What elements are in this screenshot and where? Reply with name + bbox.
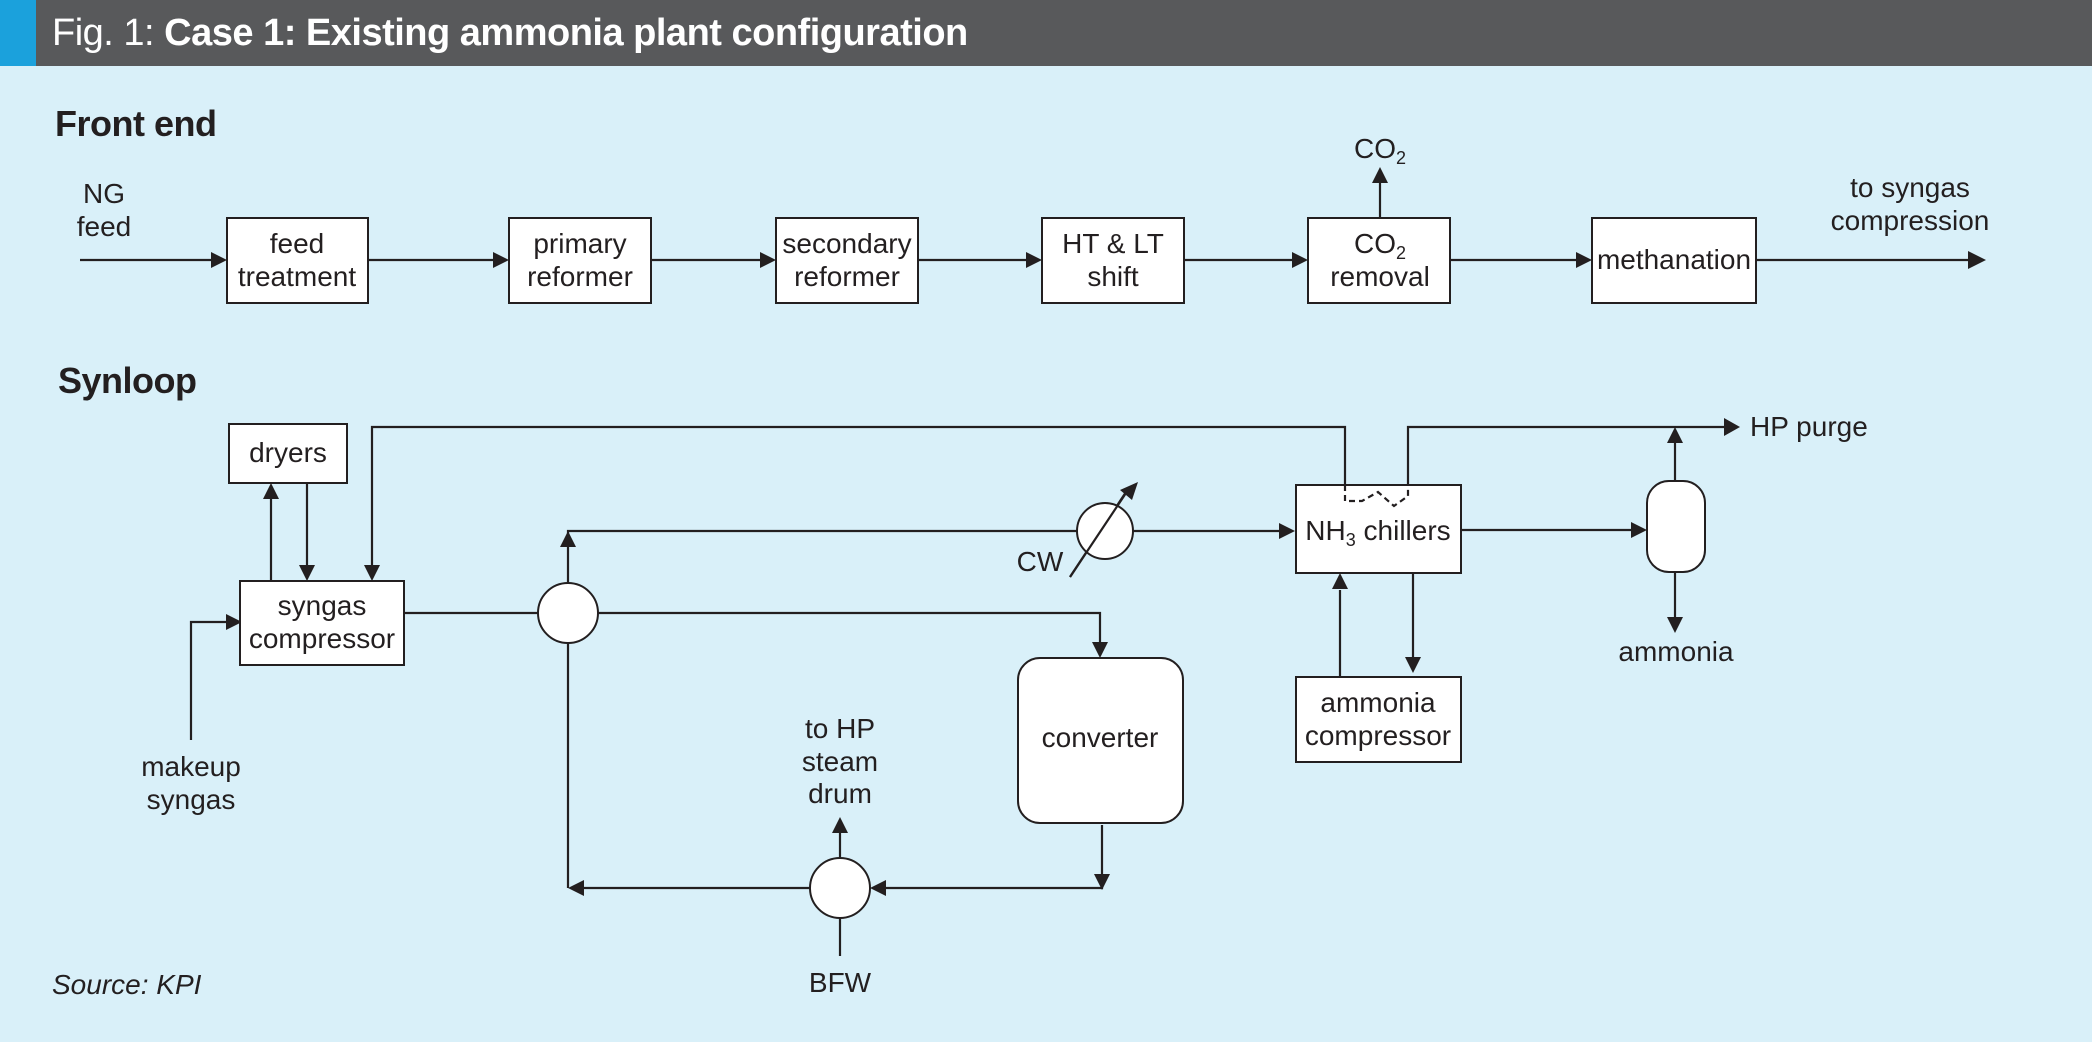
- svg-text:drum: drum: [808, 778, 872, 809]
- co2-output-label: CO2: [1354, 133, 1406, 168]
- front-end-flow-lines: [80, 180, 1970, 262]
- feed-treatment-box: feed treatment: [226, 217, 369, 304]
- svg-text:to syngas: to syngas: [1850, 172, 1970, 203]
- svg-text:shift: shift: [1087, 261, 1139, 292]
- converter-box: converter: [1017, 657, 1184, 824]
- synloop-arrowheads: [226, 418, 1740, 896]
- cw-label: CW: [1017, 546, 1064, 577]
- ng-feed-label: NG feed: [77, 178, 132, 242]
- syngas-compressor-box: syngas compressor: [239, 580, 405, 666]
- ammonia-separator: [1646, 480, 1706, 573]
- makeup-syngas-label: makeup syngas: [141, 751, 241, 815]
- svg-text:dryers: dryers: [249, 437, 327, 468]
- svg-text:converter: converter: [1042, 722, 1159, 753]
- ammonia-compressor-box: ammonia compressor: [1295, 676, 1462, 763]
- svg-text:syngas: syngas: [147, 784, 236, 815]
- svg-text:ammonia: ammonia: [1320, 687, 1436, 718]
- bfw-label: BFW: [809, 967, 872, 998]
- svg-text:ammonia: ammonia: [1618, 636, 1734, 667]
- svg-text:makeup: makeup: [141, 751, 241, 782]
- svg-text:feed: feed: [270, 228, 325, 259]
- splitter-node: [537, 582, 599, 644]
- co2-removal-box: CO2 removal: [1307, 217, 1451, 304]
- svg-text:NH3 chillers: NH3 chillers: [1305, 515, 1450, 550]
- svg-text:to HP: to HP: [805, 713, 875, 744]
- svg-text:HT & LT: HT & LT: [1062, 228, 1164, 259]
- to-syngas-compression-label: to syngas compression: [1831, 172, 1990, 236]
- svg-text:CO2: CO2: [1354, 133, 1406, 168]
- svg-text:syngas: syngas: [278, 590, 367, 621]
- svg-text:feed: feed: [77, 211, 132, 242]
- figure-title: Fig. 1: Case 1: Existing ammonia plant c…: [52, 10, 968, 56]
- secondary-reformer-box: secondary reformer: [775, 217, 919, 304]
- svg-text:compressor: compressor: [1305, 720, 1451, 751]
- nh3-chillers-box: NH3 chillers: [1295, 484, 1462, 574]
- synloop-flow-lines: [189, 425, 1726, 956]
- svg-text:reformer: reformer: [794, 261, 900, 292]
- svg-text:compression: compression: [1831, 205, 1990, 236]
- source-note: Source: KPI: [52, 969, 202, 1000]
- svg-text:NG: NG: [83, 178, 125, 209]
- dryers-box: dryers: [228, 423, 348, 484]
- primary-reformer-box: primary reformer: [508, 217, 652, 304]
- cw-heat-exchanger: CW: [1017, 486, 1134, 578]
- bfw-heat-exchanger: [809, 857, 871, 919]
- figure-caption: Case 1: Existing ammonia plant configura…: [164, 12, 968, 54]
- svg-text:steam: steam: [802, 746, 878, 777]
- svg-text:treatment: treatment: [238, 261, 356, 292]
- svg-text:compressor: compressor: [249, 623, 395, 654]
- svg-text:BFW: BFW: [809, 967, 872, 998]
- svg-text:reformer: reformer: [527, 261, 633, 292]
- title-bar: Fig. 1: Case 1: Existing ammonia plant c…: [0, 0, 2092, 66]
- methanation-box: methanation: [1591, 217, 1757, 304]
- ht-lt-shift-box: HT & LT shift: [1041, 217, 1185, 304]
- figure-number: Fig. 1:: [52, 12, 155, 54]
- svg-text:secondary: secondary: [782, 228, 911, 259]
- section-synloop: Synloop: [58, 360, 197, 401]
- hp-purge-label: HP purge: [1750, 411, 1868, 442]
- svg-text:primary: primary: [533, 228, 626, 259]
- ammonia-output-label: ammonia: [1618, 636, 1734, 667]
- svg-text:methanation: methanation: [1597, 244, 1751, 275]
- section-front-end: Front end: [55, 103, 216, 144]
- svg-text:HP purge: HP purge: [1750, 411, 1868, 442]
- to-hp-steam-drum-label: to HP steam drum: [802, 713, 878, 809]
- front-end-arrowheads: [211, 167, 1986, 269]
- svg-text:removal: removal: [1330, 261, 1430, 292]
- svg-text:CO2: CO2: [1354, 228, 1406, 263]
- title-accent: [0, 0, 36, 66]
